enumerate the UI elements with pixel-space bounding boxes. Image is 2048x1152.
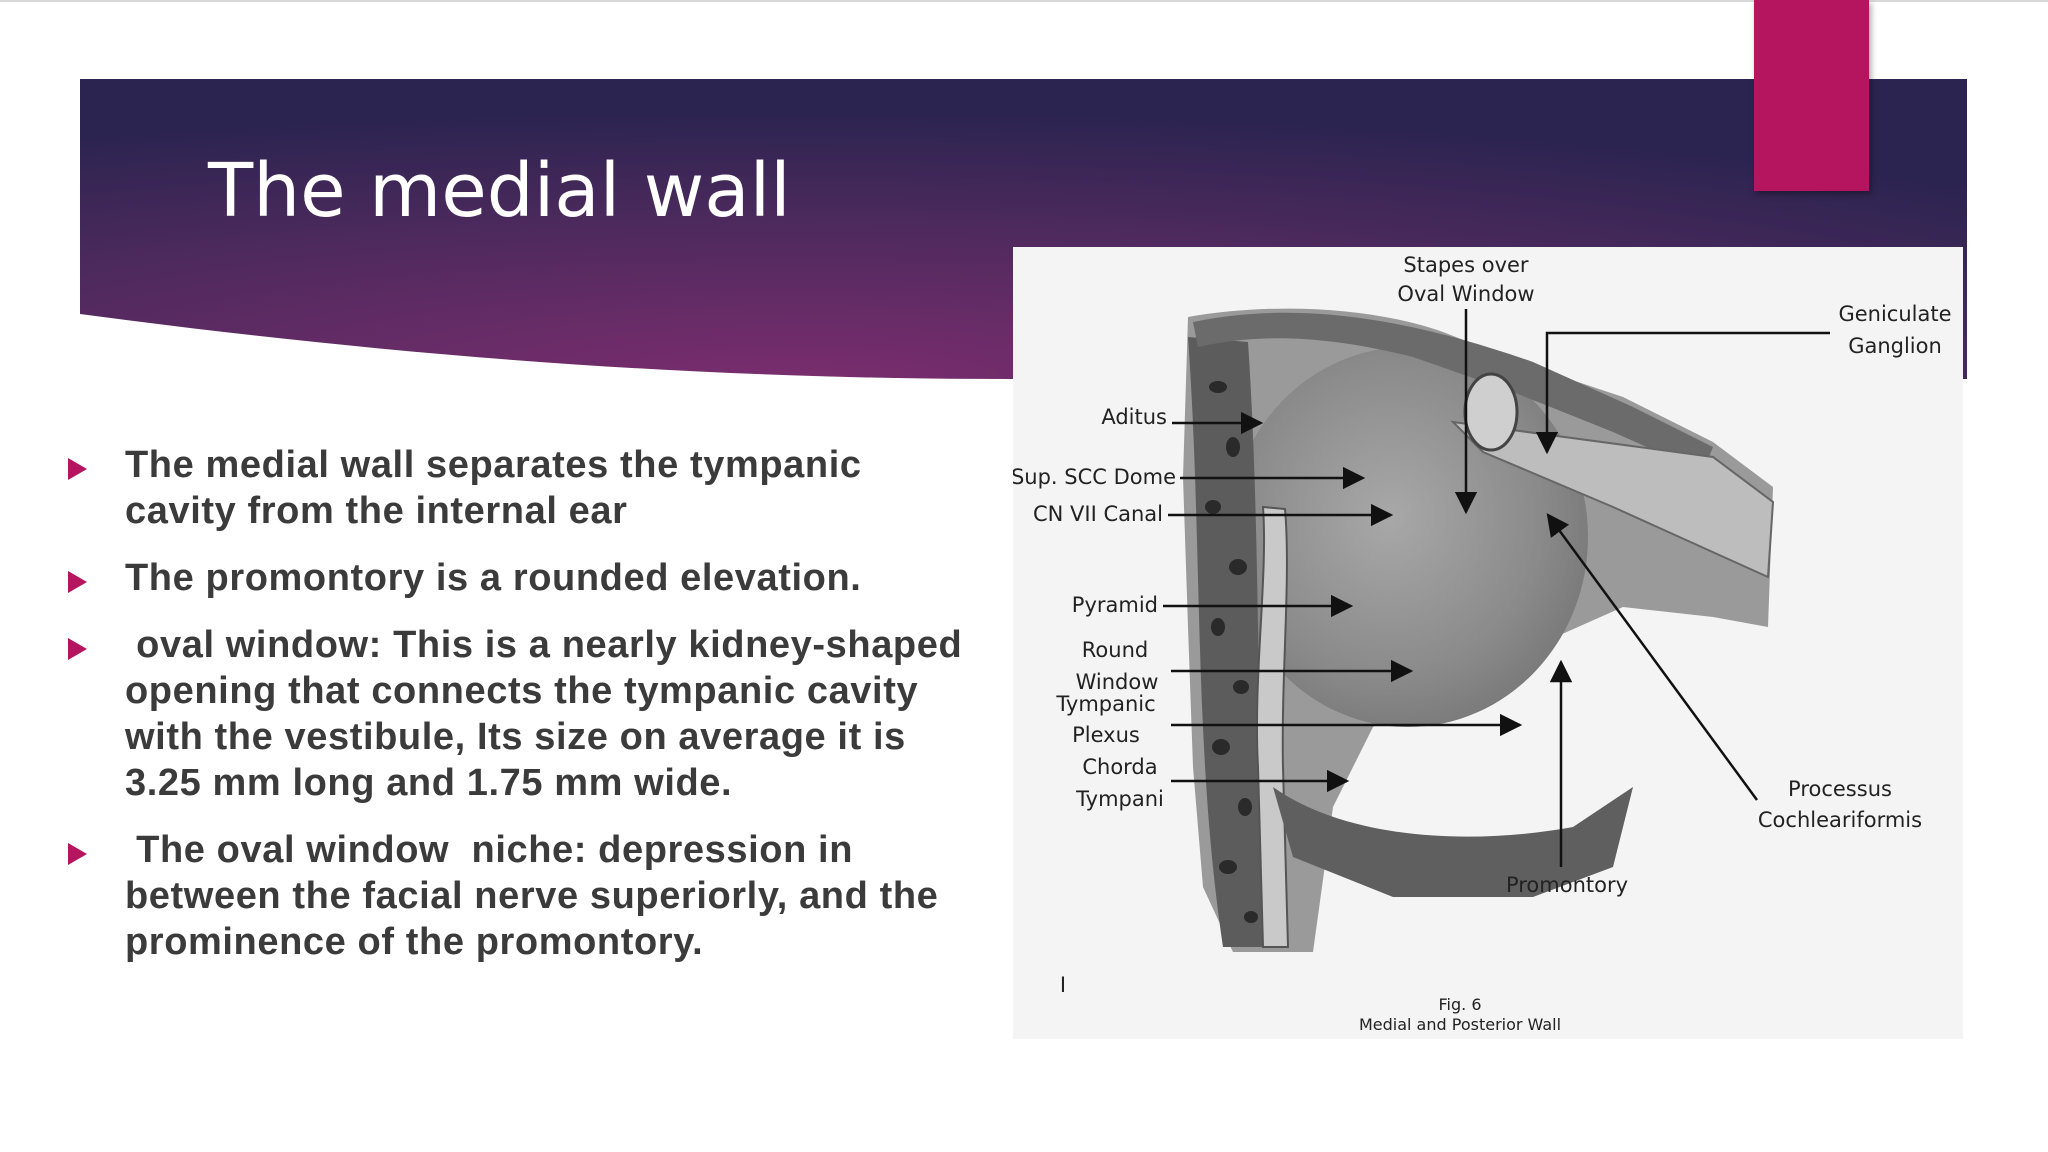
label-processus-line2: Cochleariformis xyxy=(1758,808,1922,832)
label-chorda-line1: Chorda xyxy=(1082,755,1157,779)
label-tympanic-line1: Tympanic xyxy=(1055,692,1155,716)
bullet-item: The medial wall separates the tympanic c… xyxy=(64,442,984,534)
bullet-text: The oval window niche: depression in bet… xyxy=(125,829,950,963)
facial-nerve-canal xyxy=(1256,505,1290,948)
slide-title: The medial wall xyxy=(208,148,791,234)
bullet-item: oval window: This is a nearly kidney-sha… xyxy=(64,622,984,806)
label-chorda-line2: Tympani xyxy=(1075,787,1164,811)
label-geniculate-line1: Geniculate xyxy=(1838,302,1951,326)
label-pyramid: Pyramid xyxy=(1072,593,1158,617)
figure-caption-number: Fig. 6 xyxy=(1439,995,1482,1014)
label-cn-vii-canal: CN VII Canal xyxy=(1033,502,1163,526)
bullet-item: The oval window niche: depression in bet… xyxy=(64,827,984,965)
lower-bone xyxy=(1273,787,1633,897)
geniculate-structure xyxy=(1463,372,1519,452)
label-promontory: Promontory xyxy=(1506,873,1628,897)
label-round-line1: Round xyxy=(1082,638,1148,662)
label-processus-line1: Processus xyxy=(1788,777,1892,801)
accent-tab xyxy=(1754,0,1869,191)
bullet-text: The promontory is a rounded elevation. xyxy=(125,557,862,599)
bullet-arrow-icon xyxy=(68,571,87,593)
bullet-item: The promontory is a rounded elevation. xyxy=(64,555,984,601)
label-round-line2: Window xyxy=(1076,670,1159,694)
label-aditus: Aditus xyxy=(1101,405,1167,429)
figure-caption-title: Medial and Posterior Wall xyxy=(1359,1015,1561,1034)
figure-marker: I xyxy=(1060,973,1066,997)
label-geniculate-line2: Ganglion xyxy=(1848,334,1942,358)
tegmen-band xyxy=(1193,312,1713,472)
label-tympanic-line2: Plexus xyxy=(1072,723,1140,747)
anatomy-figure: Stapes over Oval Window Geniculate Gangl… xyxy=(1013,247,1963,1039)
bone-cell-holes xyxy=(1205,381,1258,923)
canal-band xyxy=(1450,420,1775,579)
label-stapes-line2: Oval Window xyxy=(1397,282,1534,306)
label-sup-scc-dome: Sup. SCC Dome xyxy=(1013,465,1176,489)
bullet-text: oval window: This is a nearly kidney-sha… xyxy=(125,624,974,804)
bullet-text: The medial wall separates the tympanic c… xyxy=(125,444,873,532)
bullet-arrow-icon xyxy=(68,458,87,480)
top-border-line xyxy=(0,0,2048,2)
label-stapes-line1: Stapes over xyxy=(1403,253,1528,277)
pointer-arrows xyxy=(1163,309,1830,867)
bullet-arrow-icon xyxy=(68,843,87,865)
bullet-list: The medial wall separates the tympanic c… xyxy=(64,442,984,986)
bullet-arrow-icon xyxy=(68,638,87,660)
bone-cells xyxy=(1188,337,1273,947)
anatomy-illustration: Stapes over Oval Window Geniculate Gangl… xyxy=(1013,253,1952,1034)
